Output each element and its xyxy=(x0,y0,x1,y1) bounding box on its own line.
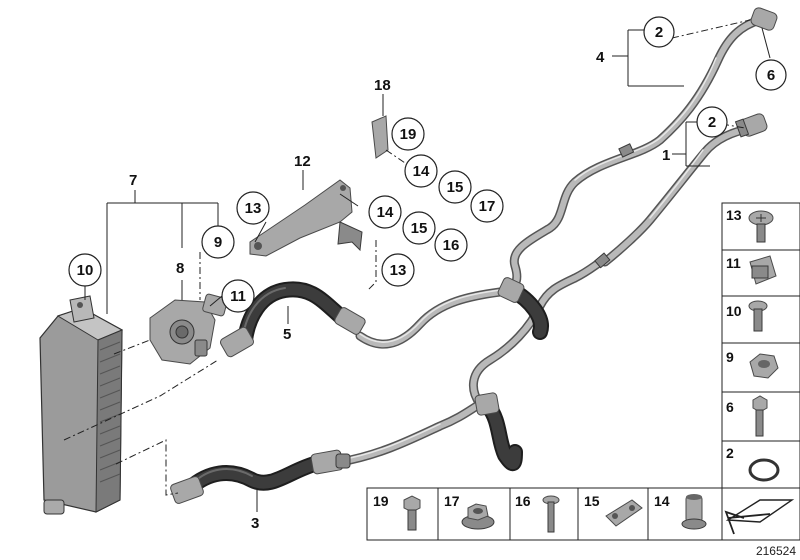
svg-text:14: 14 xyxy=(413,163,430,180)
svg-text:19: 19 xyxy=(373,493,389,509)
svg-text:10: 10 xyxy=(726,303,742,319)
screw-icon xyxy=(748,210,774,243)
callout-6: 6 xyxy=(755,59,787,91)
svg-text:17: 17 xyxy=(444,493,460,509)
bracket-12 xyxy=(249,179,363,257)
svg-text:6: 6 xyxy=(767,67,775,84)
bracket-18 xyxy=(371,115,389,159)
svg-text:19: 19 xyxy=(400,126,417,143)
hex-bolt-icon xyxy=(403,495,421,531)
svg-text:11: 11 xyxy=(230,288,246,305)
nut-icon xyxy=(749,353,779,379)
svg-text:9: 9 xyxy=(726,349,734,365)
callout-7: 7 xyxy=(129,172,137,189)
svg-text:2: 2 xyxy=(726,445,734,461)
legend-side: 13 11 10 9 xyxy=(721,202,800,489)
oil-line-lower xyxy=(335,123,757,467)
callout-16: 16 xyxy=(434,228,468,262)
svg-text:6: 6 xyxy=(726,399,734,415)
svg-text:17: 17 xyxy=(479,198,496,215)
legend-bottom-17: 17 xyxy=(444,493,495,530)
legend-bottom-arrow xyxy=(724,499,795,535)
oil-cooler xyxy=(39,295,124,515)
callout-13-upper: 13 xyxy=(236,191,270,225)
callout-11: 11 xyxy=(221,279,255,313)
callout-15-upper: 15 xyxy=(438,170,472,204)
callout-17: 17 xyxy=(470,189,504,223)
svg-text:13: 13 xyxy=(390,262,407,279)
svg-text:16: 16 xyxy=(515,493,531,509)
legend-bottom-15: 15 xyxy=(584,493,643,527)
arrow-icon xyxy=(724,499,795,535)
o-ring-icon xyxy=(748,458,780,482)
hose-3 xyxy=(170,449,351,504)
bolt-icon-small xyxy=(752,395,768,437)
svg-text:15: 15 xyxy=(411,220,428,237)
svg-text:15: 15 xyxy=(447,179,464,196)
svg-text:14: 14 xyxy=(377,204,394,221)
legend-bottom: 19 17 16 15 xyxy=(366,487,800,541)
legend-bottom-19: 19 xyxy=(373,493,421,531)
svg-text:14: 14 xyxy=(654,493,670,509)
callout-2-top: 2 xyxy=(643,16,675,48)
svg-text:13: 13 xyxy=(245,200,262,217)
legend-bottom-14: 14 xyxy=(654,493,707,530)
screw-icon-bottom xyxy=(542,495,560,533)
svg-text:11: 11 xyxy=(726,255,741,271)
callout-14-lower: 14 xyxy=(368,195,402,229)
sleeve-icon xyxy=(681,494,707,530)
svg-text:10: 10 xyxy=(77,262,94,279)
callout-circles: 2 6 2 19 14 15 17 13 xyxy=(68,16,787,313)
callout-12: 12 xyxy=(294,153,311,170)
callout-13-lower: 13 xyxy=(381,253,415,287)
bolt-icon xyxy=(748,300,768,332)
callout-5: 5 xyxy=(283,326,291,343)
oil-line-upper xyxy=(355,15,765,349)
pipe-clamp-icon xyxy=(605,499,643,527)
svg-text:9: 9 xyxy=(214,234,222,251)
legend-bottom-16: 16 xyxy=(515,493,560,533)
clip-icon xyxy=(749,255,777,285)
legend-side-row-13: 13 xyxy=(726,207,774,243)
leader-lines xyxy=(63,19,771,512)
svg-text:15: 15 xyxy=(584,493,600,509)
callout-3: 3 xyxy=(251,515,259,532)
flange-nut-icon xyxy=(461,503,495,530)
callout-18: 18 xyxy=(374,77,391,94)
legend-side-row-11: 11 xyxy=(726,255,777,285)
pipe-fitting-top xyxy=(734,7,778,138)
callout-1: 1 xyxy=(662,147,670,164)
legend-side-row-2: 2 xyxy=(726,445,780,482)
legend-side-row-6: 6 xyxy=(726,395,768,437)
svg-text:13: 13 xyxy=(726,207,742,223)
hose-middle xyxy=(474,277,549,472)
legend-side-row-9: 9 xyxy=(726,349,779,379)
hose-5 xyxy=(219,281,366,358)
diagram-id: 216524 xyxy=(756,544,796,558)
callout-numbers: 7 8 4 1 12 18 5 3 xyxy=(129,49,670,532)
svg-text:2: 2 xyxy=(708,114,716,131)
callout-14-upper: 14 xyxy=(404,154,438,188)
callout-4: 4 xyxy=(596,49,605,66)
svg-text:16: 16 xyxy=(443,237,460,254)
legend-side-row-10: 10 xyxy=(726,300,768,332)
callout-15-lower: 15 xyxy=(402,211,436,245)
pipe-sleeves xyxy=(594,143,635,269)
callout-2-mid: 2 xyxy=(696,106,728,138)
callout-9: 9 xyxy=(201,225,235,259)
thermostat-housing xyxy=(149,293,228,365)
callout-19: 19 xyxy=(391,117,425,151)
callout-8: 8 xyxy=(176,260,184,277)
svg-text:2: 2 xyxy=(655,24,663,41)
callout-10: 10 xyxy=(68,253,102,287)
